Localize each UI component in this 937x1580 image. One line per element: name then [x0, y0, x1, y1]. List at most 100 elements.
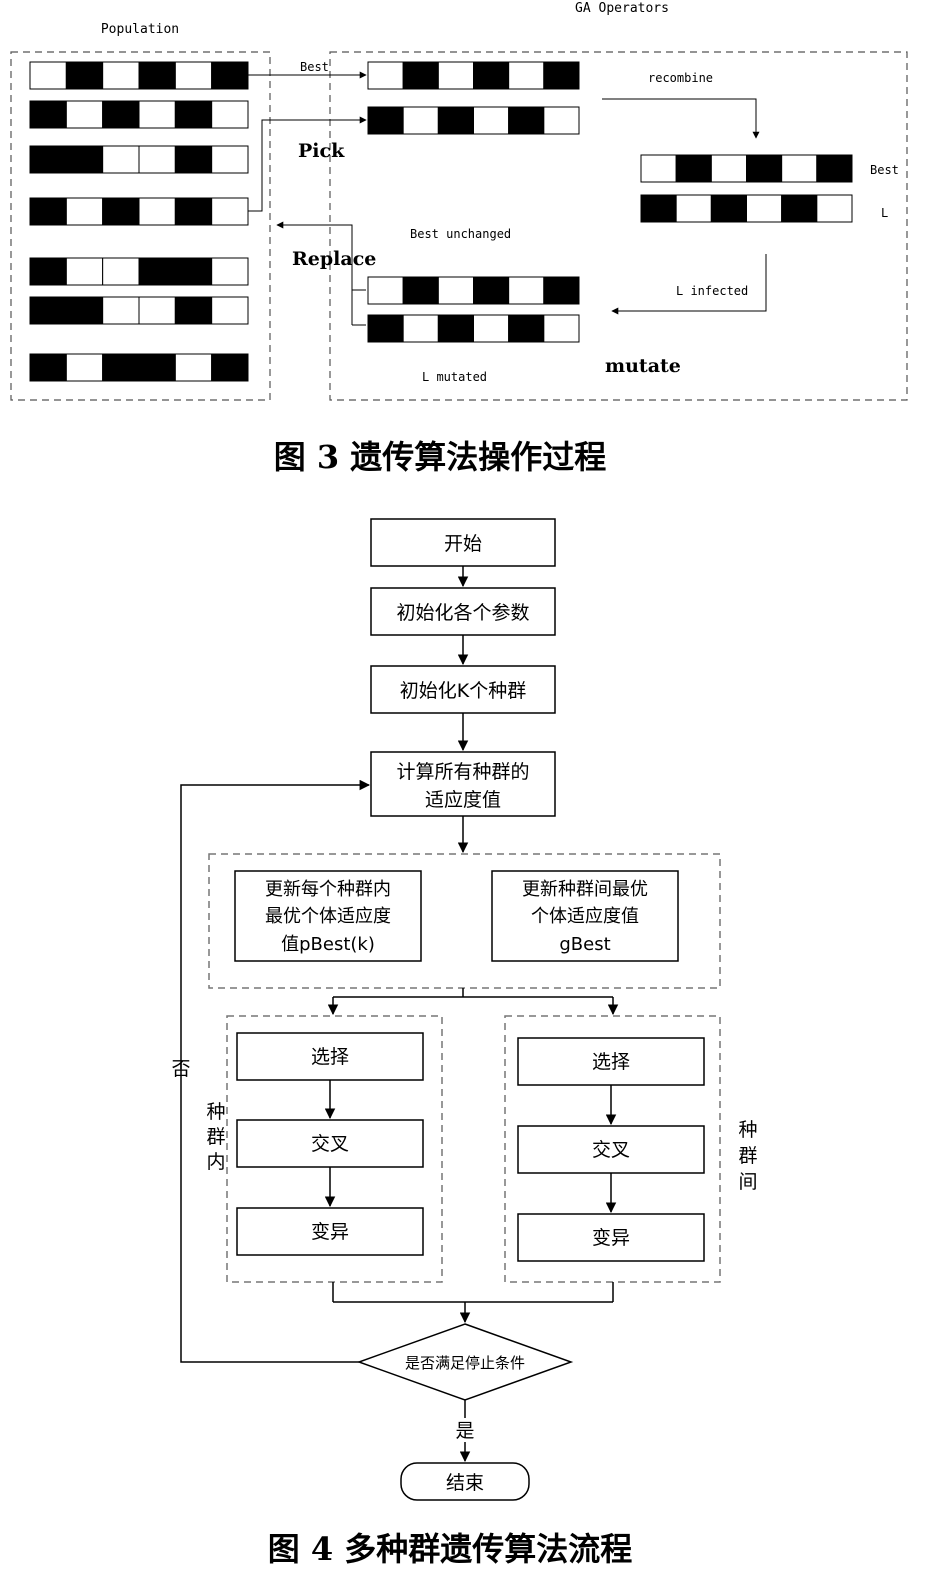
gene-white [102, 145, 140, 174]
update-intra-line2: 最优个体适应度 [265, 906, 391, 927]
gene-black [473, 61, 510, 90]
gene-black [211, 61, 249, 90]
gene-black [29, 257, 67, 286]
recombine-arrow [602, 98, 760, 139]
best-chromosome [367, 61, 580, 90]
gene-white [138, 145, 176, 174]
yes-label-bg [452, 1418, 478, 1442]
update-inter-line1: 更新种群间最优 [522, 879, 648, 900]
recombined-l-label: L [881, 206, 888, 220]
gene-black [29, 100, 67, 129]
init-params-box [370, 587, 556, 636]
gene-black [402, 276, 439, 305]
gene-black [675, 154, 712, 183]
gene-black [437, 106, 475, 135]
population-chromosome [29, 353, 249, 382]
gene-white [640, 154, 677, 183]
mutate-right-text: 变异 [592, 1227, 630, 1249]
gene-black [138, 353, 176, 382]
gene-white [138, 296, 176, 325]
intra-label-2: 群 [206, 1126, 225, 1148]
start-text: 开始 [444, 533, 482, 555]
gene-white [211, 197, 249, 226]
gene-white [543, 106, 580, 135]
gene-white [211, 100, 249, 129]
gene-black [543, 61, 580, 90]
gene-white [543, 314, 580, 343]
intra-group-box [226, 1015, 443, 1283]
picked-chromosome [367, 106, 580, 135]
best-unchanged-label: Best unchanged [410, 227, 511, 241]
mutated-l-chromosome [367, 314, 580, 343]
no-loop-arrow [180, 779, 371, 1363]
cross-left-box [236, 1119, 424, 1168]
gene-white [102, 296, 140, 325]
inter-label-1: 种 [738, 1119, 757, 1141]
gene-black [473, 276, 510, 305]
gene-black [746, 154, 783, 183]
figure-3-caption: 图 3 遗传算法操作过程 [274, 438, 607, 476]
gene-black [138, 61, 176, 90]
gene-white [781, 154, 818, 183]
gene-white [437, 61, 475, 90]
gene-white [211, 296, 249, 325]
gene-white [211, 145, 249, 174]
gene-white [65, 353, 104, 382]
replace-arrow [276, 221, 366, 291]
gene-white [29, 61, 67, 90]
population-chromosome [29, 145, 249, 174]
end-text: 结束 [446, 1472, 484, 1494]
recombined-best-label: Best [870, 163, 899, 177]
cross-right-text: 交叉 [592, 1139, 630, 1161]
gene-white [65, 100, 104, 129]
start-box [370, 518, 556, 567]
intra-label-3: 内 [206, 1151, 225, 1173]
gene-black [174, 100, 213, 129]
recombined-l-chromosome [640, 194, 853, 223]
gene-white [746, 194, 783, 223]
gene-white [138, 100, 176, 129]
population-chromosome [29, 257, 249, 286]
gene-black [102, 100, 140, 129]
gene-black [29, 145, 67, 174]
gene-white [710, 154, 747, 183]
gene-black [508, 314, 545, 343]
gene-white [367, 61, 404, 90]
gene-black [174, 197, 213, 226]
gene-black [29, 296, 67, 325]
decision-text: 是否满足停止条件 [405, 1354, 525, 1372]
population-chromosome [29, 100, 249, 129]
cross-left-text: 交叉 [311, 1133, 349, 1155]
select-left-text: 选择 [311, 1046, 349, 1068]
update-group-box [208, 853, 721, 989]
gene-white [473, 106, 510, 135]
gene-black [816, 154, 853, 183]
gene-white [437, 276, 475, 305]
gene-white [102, 257, 140, 286]
gene-black [65, 296, 104, 325]
select-right-box [517, 1037, 705, 1086]
pick-label: Pick [298, 140, 345, 162]
gene-white [367, 276, 404, 305]
end-box [400, 1462, 530, 1501]
recombine-label: recombine [648, 71, 713, 85]
gene-black [65, 145, 104, 174]
ga-operators-box [329, 51, 908, 401]
operator-chromosomes [367, 61, 853, 343]
update-intra-line3: 值pBest(k) [281, 934, 375, 955]
gene-black [211, 353, 249, 382]
init-population-box [370, 665, 556, 714]
population-box [10, 51, 271, 401]
intra-label-1: 种 [206, 1101, 225, 1123]
cross-right-box [517, 1125, 705, 1174]
mutate-label: mutate [605, 355, 681, 377]
population-chromosome [29, 296, 249, 325]
calc-fitness-line1: 计算所有种群的 [396, 761, 529, 783]
pick-arrow [248, 116, 367, 212]
ga-operators-label: GA Operators [575, 1, 669, 16]
mutate-left-box [236, 1207, 424, 1256]
gene-black [174, 296, 213, 325]
gene-black [138, 257, 176, 286]
population-chromosomes [29, 61, 249, 382]
gene-white [402, 314, 439, 343]
